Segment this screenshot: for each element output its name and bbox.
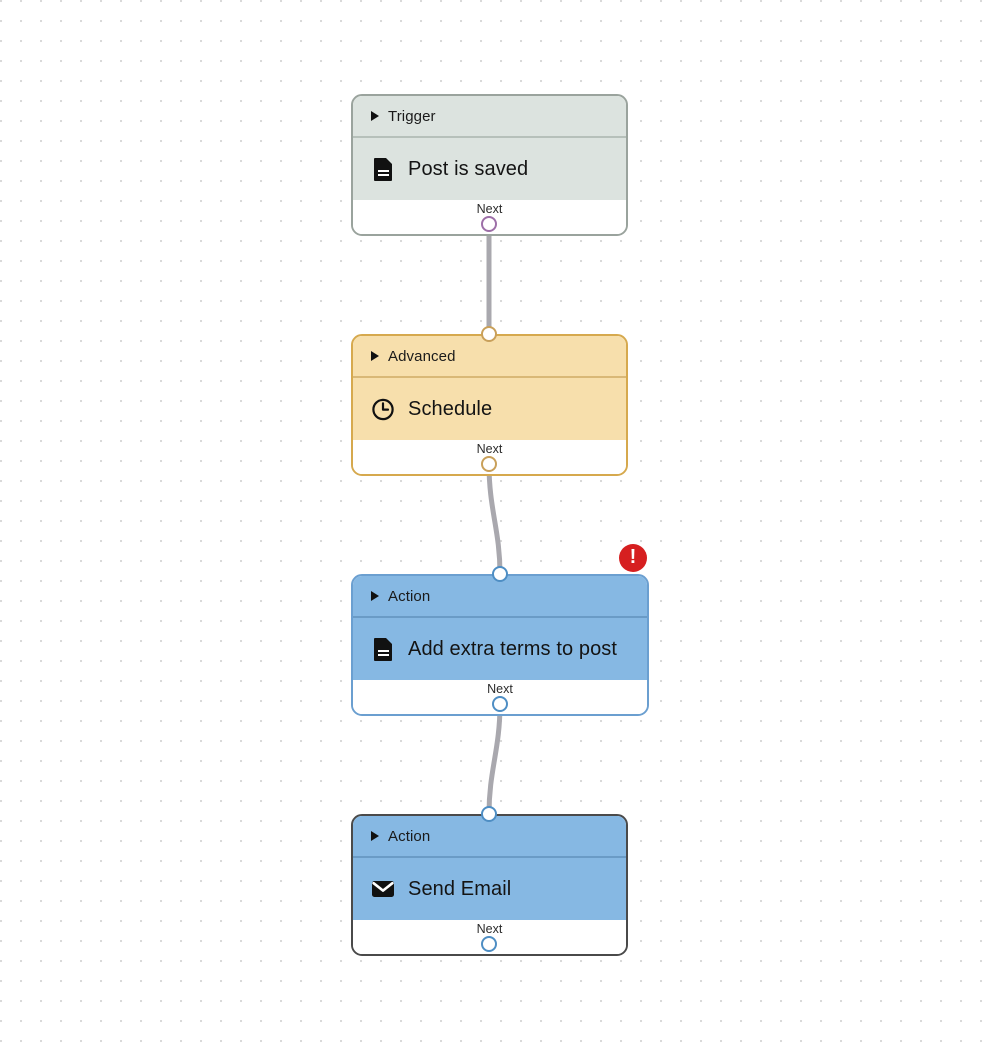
workflow-node-advanced[interactable]: Advanced Schedule Next xyxy=(351,334,628,476)
node-header-action[interactable]: Action xyxy=(353,576,647,616)
node-footer-label: Next xyxy=(476,202,503,216)
node-footer-label: Next xyxy=(487,682,513,696)
node-body-advanced[interactable]: Schedule xyxy=(353,378,626,440)
document-icon xyxy=(371,637,395,661)
port-advanced-input[interactable] xyxy=(481,326,497,342)
connector-action-to-send-email xyxy=(486,701,503,817)
node-footer-label: Next xyxy=(476,442,503,456)
chevron-right-icon[interactable] xyxy=(371,831,379,841)
chevron-right-icon[interactable] xyxy=(371,111,379,121)
node-title: Post is saved xyxy=(408,157,529,180)
node-category-label: Advanced xyxy=(388,347,456,365)
node-divider xyxy=(353,376,626,378)
node-header-action[interactable]: Action xyxy=(353,816,626,856)
connector-advanced-to-action xyxy=(486,461,503,577)
port-advanced-output[interactable] xyxy=(481,456,497,472)
document-icon xyxy=(371,157,395,181)
exclamation-glyph: ! xyxy=(629,546,637,568)
node-title: Schedule xyxy=(408,397,493,420)
node-body-action[interactable]: Add extra terms to post xyxy=(353,618,647,680)
node-title: Add extra terms to post xyxy=(408,637,618,660)
node-footer-label: Next xyxy=(476,922,503,936)
node-divider xyxy=(353,616,647,618)
port-send-email-input[interactable] xyxy=(481,806,497,822)
workflow-node-trigger[interactable]: Trigger Post is saved Next xyxy=(351,94,628,236)
node-header-advanced[interactable]: Advanced xyxy=(353,336,626,376)
port-action-add-terms-output[interactable] xyxy=(492,696,508,712)
node-category-label: Action xyxy=(388,827,431,845)
node-body-trigger[interactable]: Post is saved xyxy=(353,138,626,200)
workflow-node-action-send-email[interactable]: Action Send Email Next xyxy=(351,814,628,956)
envelope-icon xyxy=(371,877,395,901)
error-badge-icon[interactable]: ! xyxy=(619,544,647,572)
node-divider xyxy=(353,856,626,858)
node-category-label: Action xyxy=(388,587,431,605)
clock-icon xyxy=(371,397,395,421)
node-header-trigger[interactable]: Trigger xyxy=(353,96,626,136)
chevron-right-icon[interactable] xyxy=(371,351,379,361)
node-title: Send Email xyxy=(408,877,512,900)
node-body-action[interactable]: Send Email xyxy=(353,858,626,920)
port-send-email-output[interactable] xyxy=(481,936,497,952)
port-trigger-output[interactable] xyxy=(481,216,497,232)
chevron-right-icon[interactable] xyxy=(371,591,379,601)
workflow-node-action-add-terms[interactable]: Action Add extra terms to post Next xyxy=(351,574,649,716)
node-category-label: Trigger xyxy=(388,107,436,125)
port-action-add-terms-input[interactable] xyxy=(492,566,508,582)
node-divider xyxy=(353,136,626,138)
